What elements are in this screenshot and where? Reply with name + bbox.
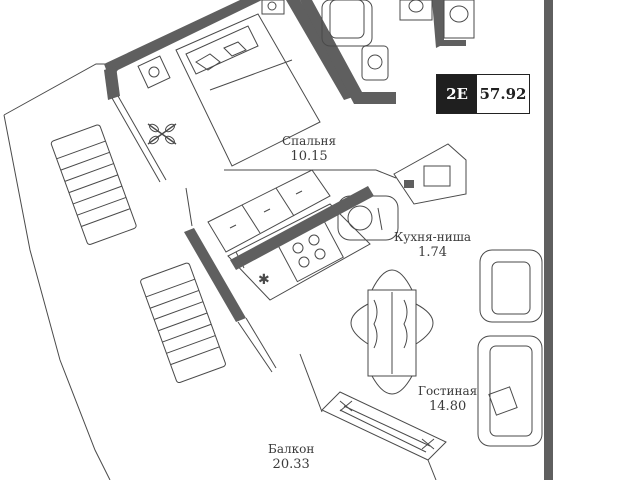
balcony-outline xyxy=(3,63,110,116)
room-name: Балкон xyxy=(268,442,315,456)
apartment-badge: 2E 57.92 xyxy=(436,74,530,114)
room-area: 20.33 xyxy=(272,457,310,472)
bedroom-window-line xyxy=(111,97,161,183)
nightstand-right xyxy=(261,0,285,15)
room-label-kitchen: Кухня-ниша 1.74 xyxy=(394,230,471,261)
room-name: Гостиная xyxy=(418,384,478,398)
apartment-total-area: 57.92 xyxy=(479,85,527,103)
room-label-living: Гостиная 14.80 xyxy=(418,384,477,415)
bedroom-top-wall xyxy=(104,0,262,80)
plant-icon xyxy=(421,438,435,450)
dining-table xyxy=(367,289,417,377)
snowflake-icon: ✱ xyxy=(258,272,270,288)
toilet xyxy=(361,45,389,81)
bathroom-wall xyxy=(300,0,396,104)
plant-icon xyxy=(339,400,353,412)
nightstand-left xyxy=(137,55,171,89)
room-label-bedroom: Спальня 10.15 xyxy=(282,134,336,165)
bed xyxy=(175,13,321,167)
room-label-balcony: Балкон 20.33 xyxy=(268,442,314,473)
kitchen-wall xyxy=(184,228,246,322)
bathtub xyxy=(321,0,373,47)
living-window-line xyxy=(299,353,323,413)
sun-lounger-lower xyxy=(140,262,226,384)
room-name: Спальня xyxy=(282,134,337,148)
bath-sink xyxy=(443,0,475,39)
chair-left xyxy=(350,303,369,345)
sofa xyxy=(477,335,543,447)
apartment-type: 2E xyxy=(437,75,477,113)
balcony-edge-left xyxy=(3,114,111,480)
sun-lounger-upper xyxy=(50,124,137,245)
chair-bottom xyxy=(371,375,413,395)
room-area: 1.74 xyxy=(418,245,447,260)
utility-niche xyxy=(393,143,467,205)
chair-right xyxy=(415,303,434,345)
plant-icon xyxy=(147,123,177,145)
chair-top xyxy=(371,269,413,291)
kitchen-counter xyxy=(207,169,331,253)
room-area: 14.80 xyxy=(429,399,467,414)
right-exterior-wall xyxy=(544,0,553,480)
armchair xyxy=(479,249,543,323)
bathroom-right-wall xyxy=(432,0,444,48)
tv-stand xyxy=(321,391,447,461)
bedroom-window-wall xyxy=(104,66,120,100)
room-name: Кухня-ниша xyxy=(394,230,472,244)
bedroom-wall-upper-right xyxy=(286,0,356,100)
room-area: 10.15 xyxy=(290,149,328,164)
